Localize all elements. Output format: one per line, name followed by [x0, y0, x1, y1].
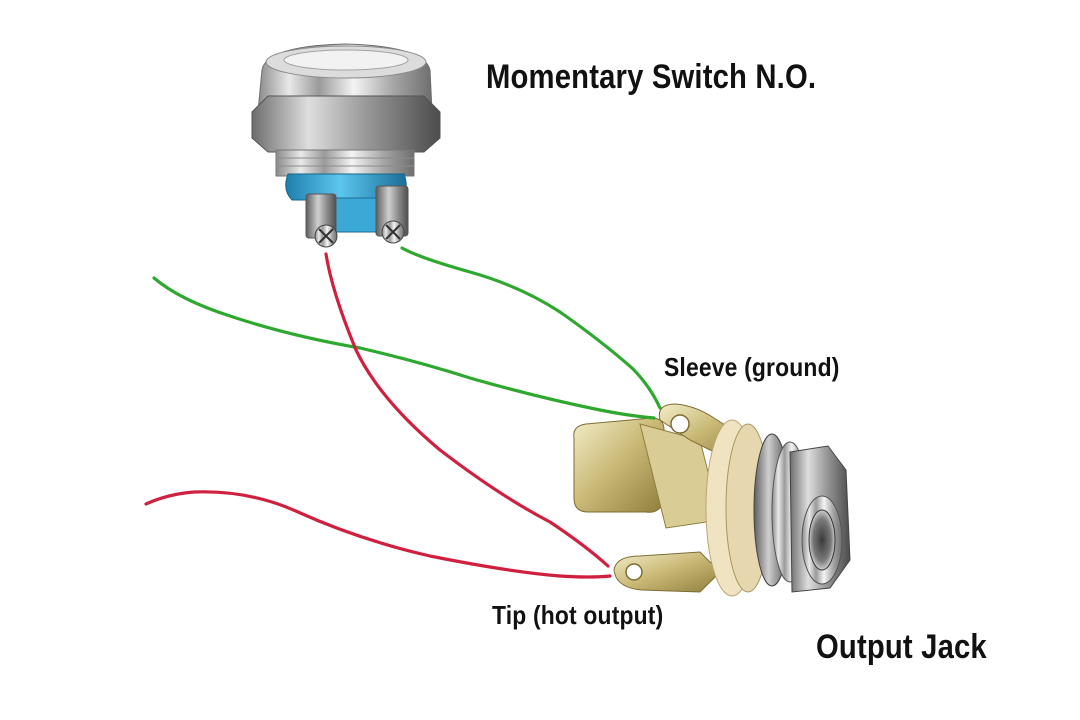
- ground-wire-loose-end: [152, 276, 656, 420]
- output-jack-component: [573, 403, 851, 597]
- hot-wire-loose-end: [144, 490, 612, 579]
- hot-wire-from-switch: [324, 252, 610, 568]
- output-jack-label: Output Jack: [816, 628, 987, 666]
- wires: [144, 246, 662, 579]
- momentary-switch-component: [251, 43, 441, 248]
- momentary-switch-label: Momentary Switch N.O.: [486, 58, 817, 96]
- tip-label: Tip (hot output): [492, 600, 664, 630]
- sleeve-label: Sleeve (ground): [664, 352, 840, 382]
- ground-wire-from-switch: [400, 246, 662, 410]
